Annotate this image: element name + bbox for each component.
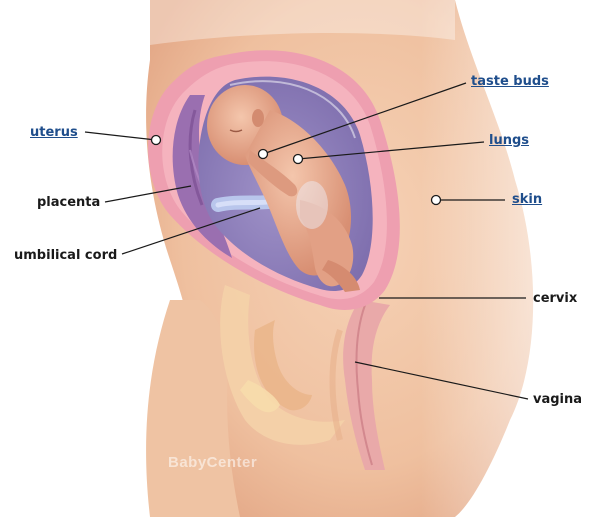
label-uterus-link[interactable]: uterus xyxy=(30,126,78,139)
babycenter-watermark: BabyCenter xyxy=(168,454,257,471)
marker-uterus xyxy=(152,136,161,145)
label-umbilical-cord: umbilical cord xyxy=(14,249,117,262)
label-cervix: cervix xyxy=(533,292,577,305)
label-taste-buds-link[interactable]: taste buds xyxy=(471,75,549,88)
label-vagina: vagina xyxy=(533,393,582,406)
marker-taste-buds xyxy=(259,150,268,159)
marker-lungs xyxy=(294,155,303,164)
label-skin-link[interactable]: skin xyxy=(512,193,542,206)
label-placenta: placenta xyxy=(37,196,100,209)
label-lungs-link[interactable]: lungs xyxy=(489,134,529,147)
marker-skin xyxy=(432,196,441,205)
